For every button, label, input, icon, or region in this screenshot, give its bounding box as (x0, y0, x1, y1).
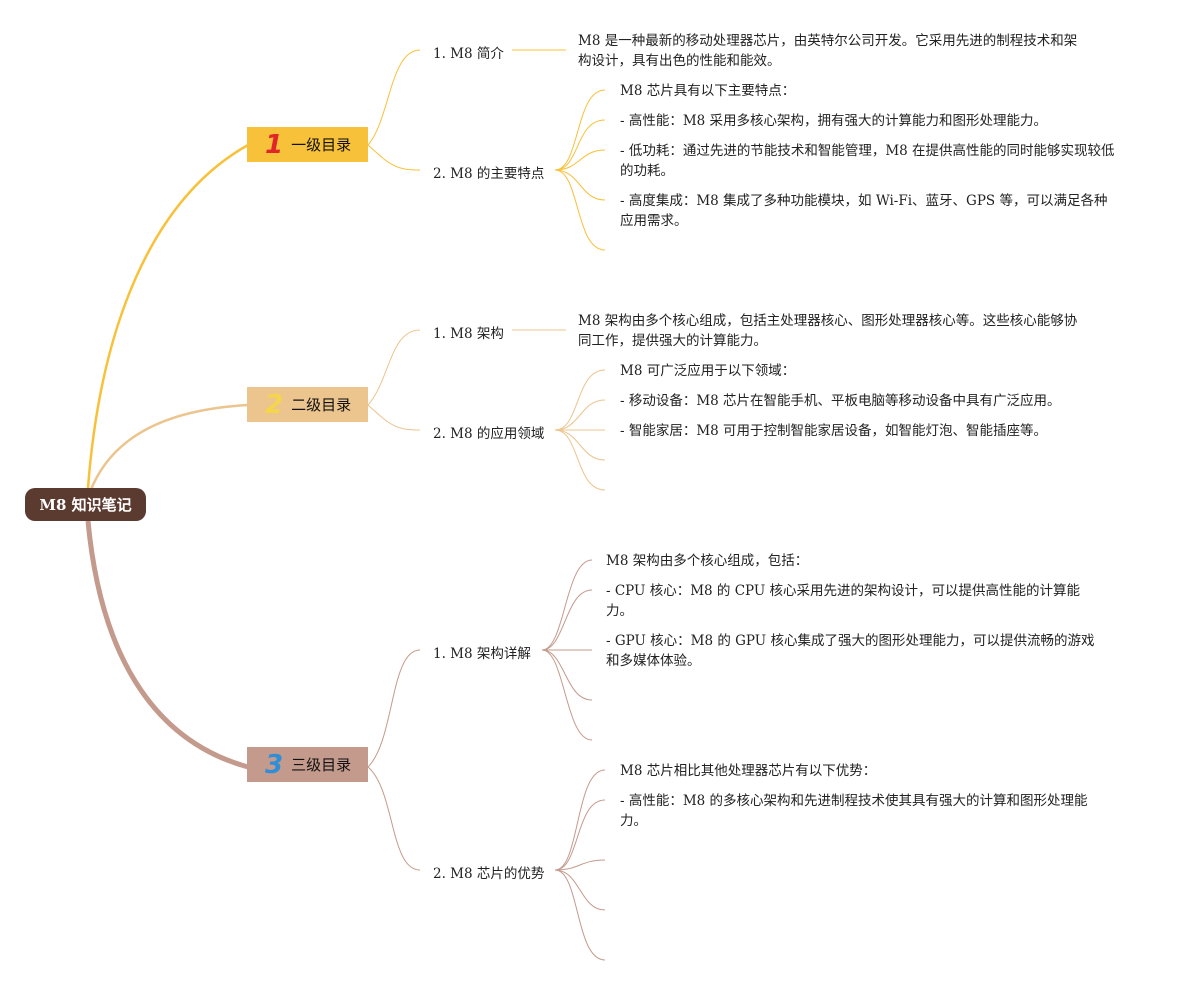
connector-root-branch-1 (86, 143, 249, 489)
root-label: M8 知识笔记 (39, 496, 132, 514)
note-text: M8 是一种最新的移动处理器芯片，由英特尔公司开发。它采用先进的制程技术和架构设… (578, 33, 1078, 69)
connector-b3-c2-note-5 (554, 869, 606, 961)
connector-b1-c2-note-2 (554, 119, 606, 171)
connector-b3-c2-note-4 (554, 869, 606, 911)
branch-number-2: 2 (265, 389, 284, 420)
topic-m8-architecture-detail[interactable]: 1. M8 架构详解 (433, 646, 531, 662)
connector-b1-c2 (367, 144, 421, 171)
note-text: - 移动设备：M8 芯片在智能手机、平板电脑等移动设备中具有广泛应用。 (620, 393, 1061, 409)
connector-b2-c2-note-5 (554, 429, 606, 491)
branch-node-1[interactable]: 1 一级目录 (247, 127, 368, 162)
note-text: - GPU 核心：M8 的 GPU 核心集成了强大的图形处理能力，可以提供流畅的… (606, 633, 1095, 669)
connector-b1-c2-note-1 (554, 89, 606, 171)
topic-m8-intro[interactable]: 1. M8 简介 (433, 46, 504, 62)
connector-b2-c2-note-2 (554, 399, 606, 431)
connector-b1-c2-note-5 (554, 169, 606, 251)
connector-b3-c2-note-3 (554, 859, 606, 871)
topic-m8-features[interactable]: 2. M8 的主要特点 (433, 166, 545, 182)
branch-label-3: 三级目录 (291, 756, 352, 774)
connector-root-branch-3 (85, 520, 249, 770)
branch-number-3: 3 (265, 749, 284, 780)
connector-b3-c1 (367, 649, 421, 768)
root-node[interactable]: M8 知识笔记 (25, 488, 146, 521)
note-text: M8 芯片相比其他处理器芯片有以下优势： (620, 763, 877, 779)
note-text: M8 架构由多个核心组成，包括主处理器核心、图形处理器核心等。这些核心能够协同工… (578, 313, 1078, 349)
note-text: M8 架构由多个核心组成，包括： (606, 553, 809, 569)
connector-b1-c1 (367, 49, 421, 146)
connector-b2-c1 (367, 329, 421, 406)
note-text: - 低功耗：通过先进的节能技术和智能管理，M8 在提供高性能的同时能够实现较低的… (620, 143, 1115, 179)
branch-number-1: 1 (265, 129, 284, 160)
connector-b3-c1-note-2 (541, 589, 593, 651)
note-text: - CPU 核心：M8 的 CPU 核心采用先进的架构设计，可以提供高性能的计算… (606, 583, 1081, 619)
note-text: M8 芯片具有以下主要特点： (620, 83, 796, 99)
note-text: M8 可广泛应用于以下领域： (620, 363, 796, 379)
note-text: - 智能家居：M8 可用于控制智能家居设备，如智能灯泡、智能插座等。 (620, 423, 1048, 439)
branch-node-3[interactable]: 3 三级目录 (247, 747, 368, 782)
connector-b2-c2-note-1 (554, 369, 606, 431)
connector-b3-c1-note-1 (541, 559, 593, 651)
note-text: - 高度集成：M8 集成了多种功能模块，如 Wi-Fi、蓝牙、GPS 等，可以满… (620, 193, 1108, 229)
branch-label-1: 一级目录 (291, 136, 352, 154)
connector-b3-c1-note-5 (541, 649, 593, 741)
branch-label-2: 二级目录 (291, 396, 352, 414)
connector-b3-c1-note-4 (541, 649, 593, 701)
topic-m8-advantages[interactable]: 2. M8 芯片的优势 (433, 866, 545, 882)
note-text: - 高性能：M8 的多核心架构和先进制程技术使其具有强大的计算和图形处理能力。 (620, 793, 1088, 829)
connector-b3-c2-note-2 (554, 799, 606, 871)
connector-root-branch-2 (88, 403, 249, 493)
topic-m8-architecture[interactable]: 1. M8 架构 (433, 326, 504, 342)
connector-b3-c2 (367, 766, 421, 871)
connector-b1-c2-note-3 (554, 149, 606, 171)
connector-b2-c2 (367, 404, 421, 431)
connector-b3-c2-note-1 (554, 769, 606, 871)
note-text: - 高性能：M8 采用多核心架构，拥有强大的计算能力和图形处理能力。 (620, 113, 1048, 129)
branch-node-2[interactable]: 2 二级目录 (247, 387, 368, 422)
topic-m8-applications[interactable]: 2. M8 的应用领域 (433, 426, 545, 442)
connector-b2-c2-note-4 (554, 429, 606, 461)
connector-b1-c2-note-4 (554, 169, 606, 201)
